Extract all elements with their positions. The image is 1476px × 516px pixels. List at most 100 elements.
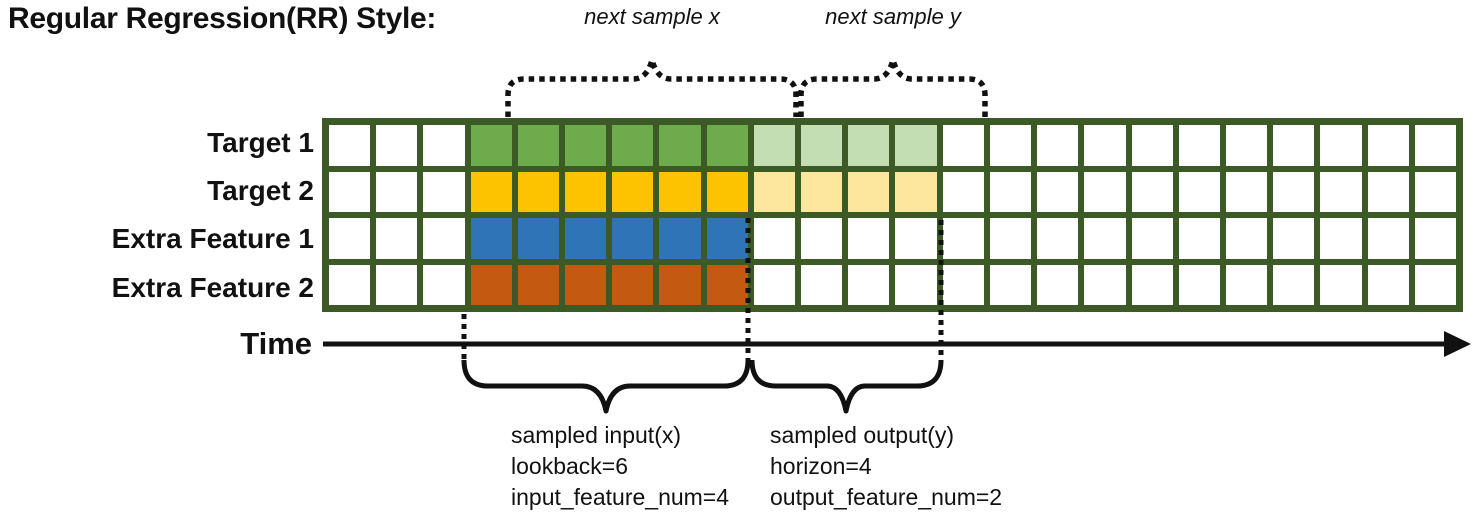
row-label-target-2: Target 2 — [207, 175, 314, 206]
sampled-input-brace — [461, 359, 751, 414]
row-label-target-1: Target 1 — [207, 127, 314, 158]
cell-r0-c2 — [423, 125, 465, 166]
sampled-output-title: sampled output(y) — [770, 422, 955, 448]
cell-r1-c5 — [565, 171, 607, 212]
cell-r1-c14 — [989, 171, 1032, 212]
cell-r1-c19 — [1225, 171, 1268, 212]
cell-r3-c10 — [801, 264, 843, 305]
cell-r1-c17 — [1131, 171, 1173, 212]
cell-r0-c11 — [848, 125, 890, 166]
cell-r1-c3 — [470, 171, 512, 212]
cell-r0-c3 — [470, 125, 512, 166]
cell-r3-c13 — [942, 264, 984, 305]
cell-r1-c0 — [329, 171, 371, 212]
cell-r2-c10 — [801, 218, 843, 259]
cell-r3-c8 — [706, 264, 748, 305]
row-label-extra-feature-2: Extra Feature 2 — [111, 272, 314, 303]
cell-r0-c17 — [1131, 125, 1173, 166]
cell-r1-c15 — [1037, 171, 1079, 212]
cell-r1-c16 — [1084, 171, 1126, 212]
cell-r3-c11 — [848, 264, 890, 305]
cell-r0-c6 — [612, 125, 654, 166]
cell-r1-c11 — [848, 171, 890, 212]
cell-r1-c4 — [517, 171, 560, 212]
cell-r3-c18 — [1178, 264, 1220, 305]
cell-r2-c16 — [1084, 218, 1126, 259]
cell-r1-c23 — [1414, 171, 1456, 212]
cell-r3-c14 — [989, 264, 1032, 305]
page-title: Regular Regression(RR) Style: — [8, 2, 437, 35]
cell-r2-c22 — [1367, 218, 1409, 259]
cell-r1-c20 — [1273, 171, 1315, 212]
horizon-value: horizon=4 — [770, 453, 872, 479]
cell-r1-c10 — [801, 171, 843, 212]
cell-r2-c7 — [659, 218, 701, 259]
cell-r3-c15 — [1037, 264, 1079, 305]
cell-r3-c20 — [1273, 264, 1315, 305]
row-label-extra-feature-1: Extra Feature 1 — [111, 223, 314, 254]
cell-r0-c7 — [659, 125, 701, 166]
cell-r2-c13 — [942, 218, 984, 259]
cell-r0-c5 — [565, 125, 607, 166]
cell-r1-c9 — [753, 171, 796, 212]
cell-r0-c19 — [1225, 125, 1268, 166]
cell-r1-c22 — [1367, 171, 1409, 212]
cell-r0-c20 — [1273, 125, 1315, 166]
cell-r3-c23 — [1414, 264, 1456, 305]
cell-r2-c2 — [423, 218, 465, 259]
cell-r3-c0 — [329, 264, 371, 305]
cell-r2-c17 — [1131, 218, 1173, 259]
cell-r2-c14 — [989, 218, 1032, 259]
next-sample-x-brace — [505, 49, 799, 117]
cell-r2-c23 — [1414, 218, 1456, 259]
cell-r1-c7 — [659, 171, 701, 212]
cell-r0-c22 — [1367, 125, 1409, 166]
cell-r2-c3 — [470, 218, 512, 259]
cell-r0-c15 — [1037, 125, 1079, 166]
lookback-value: lookback=6 — [511, 453, 628, 479]
sampled-output-brace — [749, 359, 944, 414]
cell-r2-c0 — [329, 218, 371, 259]
output-feature-num-value: output_feature_num=2 — [770, 484, 1003, 510]
cell-r0-c0 — [329, 125, 371, 166]
cell-r3-c5 — [565, 264, 607, 305]
cell-r1-c2 — [423, 171, 465, 212]
cell-r1-c8 — [706, 171, 748, 212]
cell-r2-c18 — [1178, 218, 1220, 259]
cell-r2-c5 — [565, 218, 607, 259]
next-sample-y-brace — [798, 49, 988, 117]
cell-r2-c20 — [1273, 218, 1315, 259]
cell-r0-c4 — [517, 125, 560, 166]
cell-r0-c14 — [989, 125, 1032, 166]
cell-r3-c9 — [753, 264, 796, 305]
cell-r2-c15 — [1037, 218, 1079, 259]
cell-r1-c12 — [895, 171, 937, 212]
timeseries-grid — [322, 118, 1463, 312]
cell-r3-c17 — [1131, 264, 1173, 305]
cell-r2-c12 — [895, 218, 937, 259]
cell-r1-c1 — [376, 171, 418, 212]
cell-r0-c23 — [1414, 125, 1456, 166]
cell-r0-c12 — [895, 125, 937, 166]
cell-r2-c19 — [1225, 218, 1268, 259]
cell-r0-c16 — [1084, 125, 1126, 166]
cell-r3-c16 — [1084, 264, 1126, 305]
cell-r1-c13 — [942, 171, 984, 212]
cell-r2-c4 — [517, 218, 560, 259]
cell-r1-c21 — [1320, 171, 1362, 212]
cell-r0-c9 — [753, 125, 796, 166]
cell-r0-c21 — [1320, 125, 1362, 166]
cell-r1-c18 — [1178, 171, 1220, 212]
next-sample-x-label: next sample x — [584, 4, 720, 29]
cell-r3-c7 — [659, 264, 701, 305]
cell-r0-c13 — [942, 125, 984, 166]
cell-r3-c12 — [895, 264, 937, 305]
cell-r3-c6 — [612, 264, 654, 305]
cell-r2-c9 — [753, 218, 796, 259]
cell-r0-c18 — [1178, 125, 1220, 166]
cell-r2-c21 — [1320, 218, 1362, 259]
input-feature-num-value: input_feature_num=4 — [511, 484, 730, 510]
cell-r0-c1 — [376, 125, 418, 166]
sampled-input-title: sampled input(x) — [511, 422, 682, 448]
